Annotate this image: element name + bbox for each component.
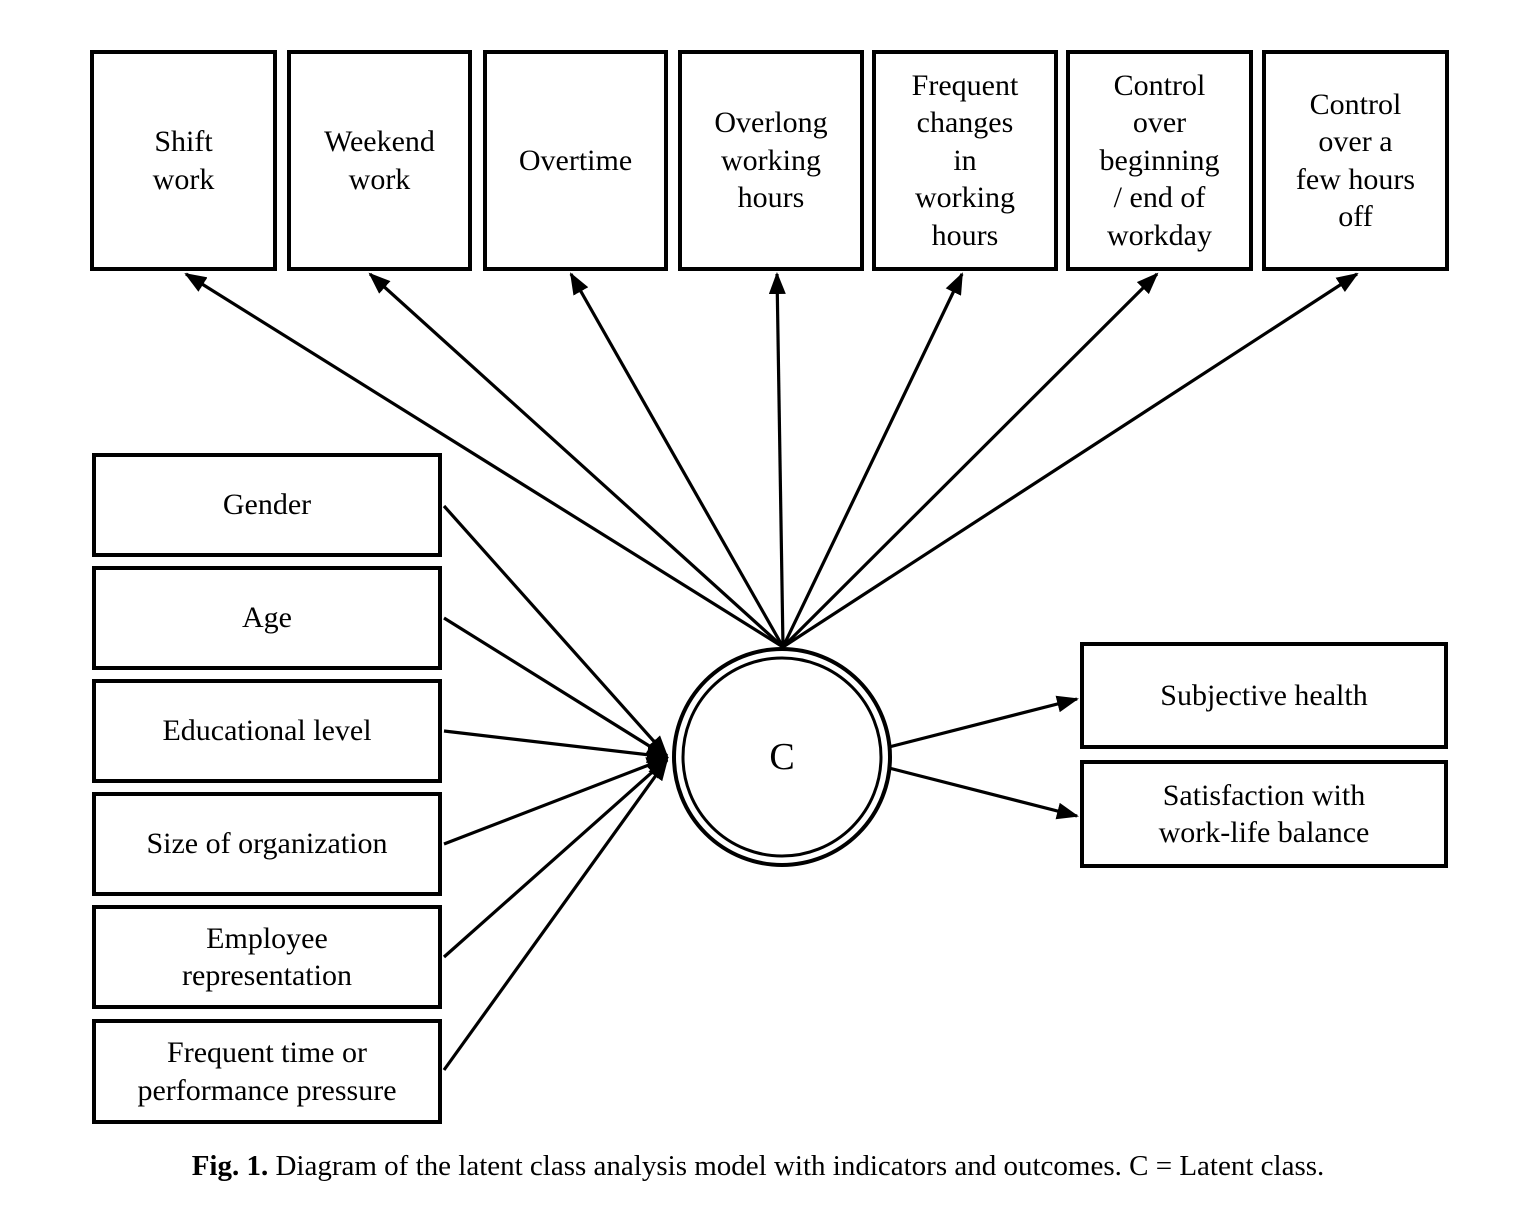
arrow-c-to-weekend-work [368,272,785,649]
indicator-box-control-hours-off: Control over a few hours off [1262,50,1449,271]
arrow-age-to-c [443,616,669,759]
arrow-c-to-overlong-hours [768,272,786,648]
indicator-box-overlong-hours: Overlong working hours [678,50,864,271]
arrow-time-pressure-to-c [442,758,669,1071]
indicator-box-control-beginning-end: Control over beginning / end of workday [1066,50,1253,271]
indicator-label-overtime: Overtime [518,143,633,177]
arrow-c-to-frequent-changes [781,272,964,648]
outcome-box-subjective-health: Subjective health [1080,642,1448,749]
covariate-label-educational-level: Educational level [162,714,372,748]
arrow-size-of-organization-to-c [443,756,669,846]
arrow-c-to-satisfaction [888,766,1079,820]
covariate-label-age: Age [242,601,292,635]
covariate-box-size-of-organization: Size of organization [92,792,442,896]
arrow-employee-representation-to-c [442,757,669,959]
indicator-box-overtime: Overtime [483,50,668,271]
covariate-box-employee-representation: Employee representation [92,905,442,1009]
indicator-label-control-beginning-end: Control over beginning / end of workday [1099,68,1220,252]
covariate-box-time-pressure: Frequent time or performance pressure [92,1019,442,1124]
covariate-label-gender: Gender [222,488,312,522]
arrow-c-to-shift-work [184,272,784,649]
covariate-label-time-pressure: Frequent time or performance pressure [137,1036,397,1107]
covariate-label-size-of-organization: Size of organization [146,827,388,861]
indicator-label-frequent-changes: Frequent changes in working hours [911,68,1019,252]
indicator-box-shift-work: Shift work [90,50,277,271]
latent-class-circle-outer [672,647,892,867]
arrow-educational-level-to-c [443,729,669,764]
latent-class-letter: C [769,736,795,778]
arrow-c-to-control-beginning-end [781,272,1159,649]
outcome-label-subjective-health: Subjective health [1160,678,1368,712]
indicator-label-weekend-work: Weekend work [324,125,435,196]
arrow-c-to-overtime [569,272,785,648]
indicator-label-control-hours-off: Control over a few hours off [1295,87,1416,234]
covariate-box-age: Age [92,566,442,670]
covariate-box-gender: Gender [92,453,442,557]
latent-class-label: C [672,647,892,867]
figure-caption: Fig. 1. Diagram of the latent class anal… [0,1150,1516,1183]
arrow-gender-to-c [442,504,669,758]
covariate-box-educational-level: Educational level [92,679,442,783]
indicator-label-shift-work: Shift work [152,125,215,196]
indicator-box-weekend-work: Weekend work [287,50,472,271]
figure-caption-prefix: Fig. 1. [191,1150,269,1182]
latent-class-circle-inner [681,656,883,858]
outcome-label-satisfaction: Satisfaction with work-life balance [1158,778,1370,850]
indicator-label-overlong-hours: Overlong working hours [714,106,828,215]
outcome-box-satisfaction: Satisfaction with work-life balance [1080,760,1448,868]
arrow-c-to-subjective-health [888,695,1079,749]
arrow-c-to-control-hours-off [782,272,1359,649]
indicator-box-frequent-changes: Frequent changes in working hours [872,50,1058,271]
figure-caption-text: Diagram of the latent class analysis mod… [275,1150,1325,1182]
covariate-label-employee-representation: Employee representation [182,921,352,993]
